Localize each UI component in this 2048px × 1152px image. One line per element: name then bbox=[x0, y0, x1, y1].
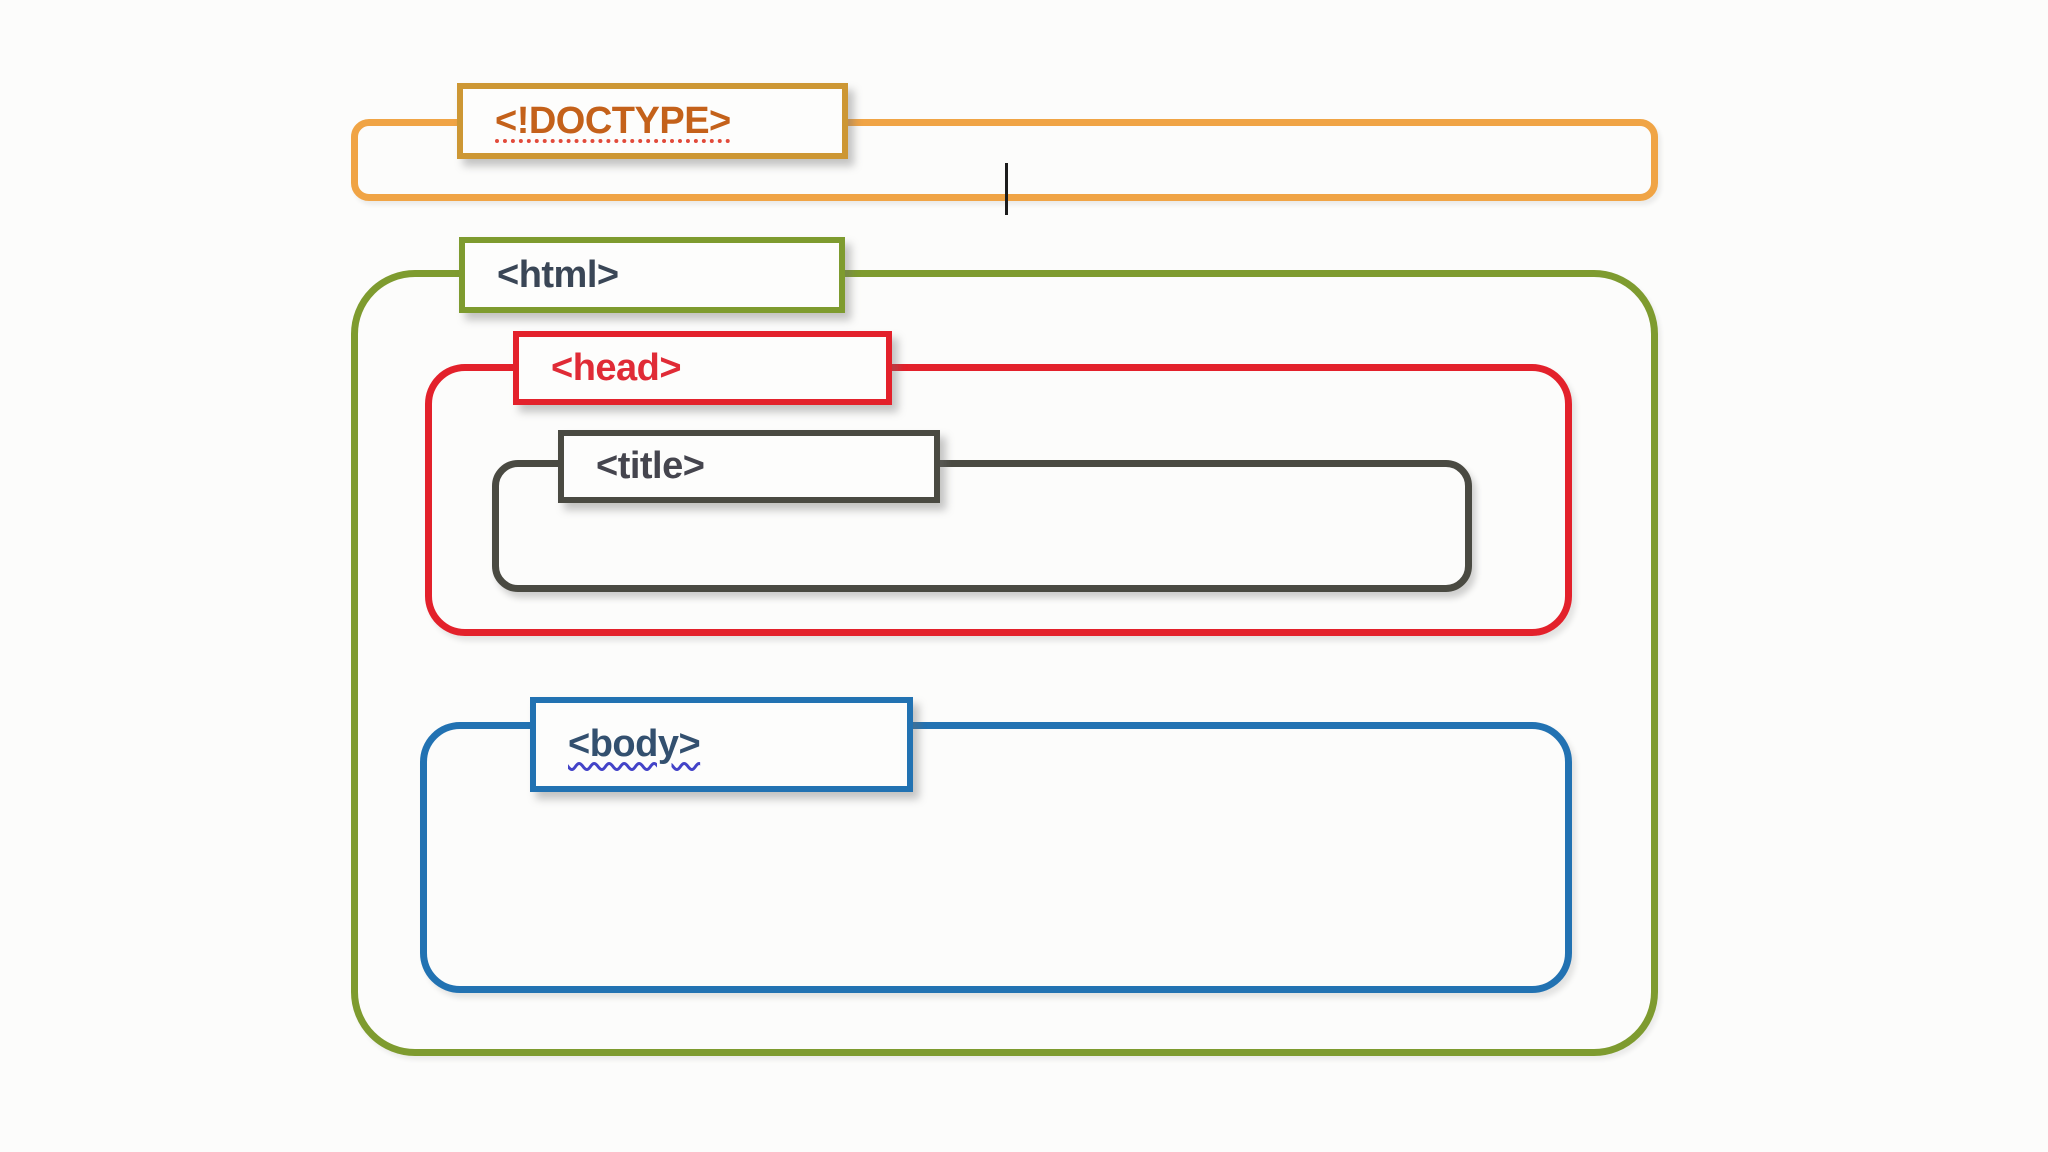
body-container-box bbox=[420, 722, 1572, 993]
html-label-box: <html> bbox=[459, 237, 845, 313]
doctype-label-box: <!DOCTYPE> bbox=[457, 83, 848, 159]
body-label-box: <body> bbox=[530, 697, 913, 792]
body-label-text: <body> bbox=[568, 723, 701, 765]
title-label-text: <title> bbox=[596, 445, 705, 487]
head-label-text: <head> bbox=[551, 346, 682, 389]
head-label-box: <head> bbox=[513, 331, 892, 405]
html-label-text: <html> bbox=[497, 253, 619, 296]
html-container-box bbox=[351, 270, 1658, 1056]
title-container-box bbox=[492, 460, 1472, 592]
doctype-label-text: <!DOCTYPE> bbox=[495, 99, 731, 142]
text-cursor-caret bbox=[1005, 163, 1008, 215]
title-label-box: <title> bbox=[558, 430, 940, 503]
head-container-box bbox=[425, 364, 1572, 636]
doctype-container-box bbox=[351, 119, 1658, 201]
